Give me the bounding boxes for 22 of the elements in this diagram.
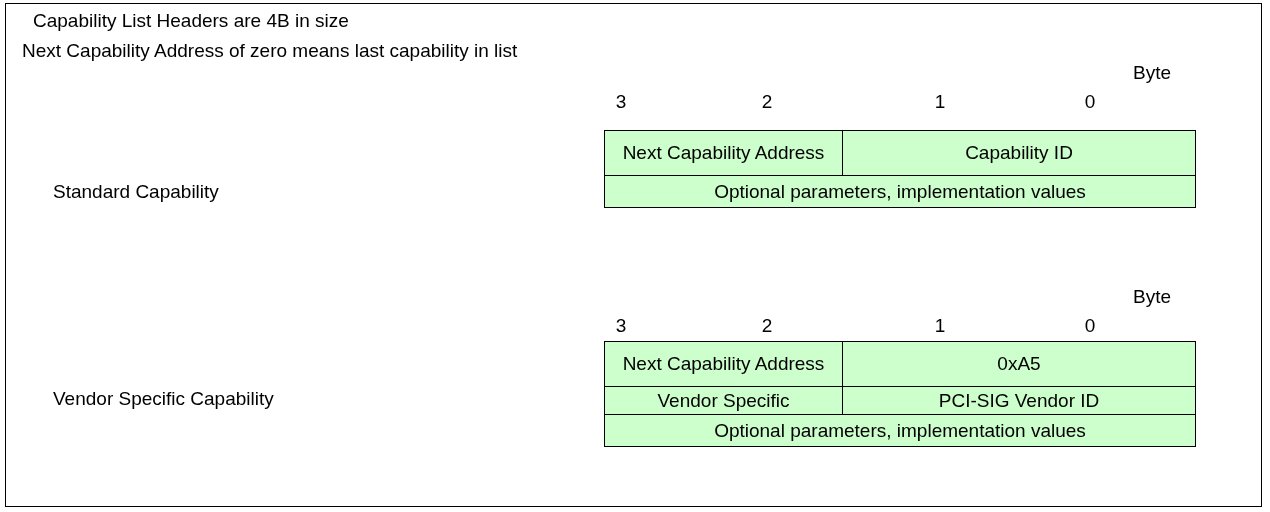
- text-label: Byte: [1133, 62, 1171, 84]
- register-field-cell: Next Capability Address: [604, 130, 843, 176]
- register-field-cell: Vendor Specific: [604, 386, 843, 415]
- text-label: 2: [761, 91, 773, 113]
- text-label: 1: [934, 91, 946, 113]
- text-label: Next Capability Address of zero means last capability in list: [22, 40, 518, 62]
- register-field-cell: Next Capability Address: [604, 341, 843, 387]
- text-label: Byte: [1133, 286, 1171, 308]
- register-field-cell: Optional parameters, implementation values: [604, 414, 1196, 447]
- text-label: 3: [615, 91, 627, 113]
- text-label: 0: [1084, 315, 1096, 337]
- text-label: 1: [934, 315, 946, 337]
- register-field-cell: Optional parameters, implementation values: [604, 175, 1196, 208]
- text-label: 2: [761, 315, 773, 337]
- text-label: 0: [1084, 91, 1096, 113]
- text-label: Capability List Headers are 4B in size: [33, 10, 349, 32]
- text-label: Standard Capability: [53, 181, 219, 203]
- register-field-cell: 0xA5: [842, 341, 1196, 387]
- text-label: 3: [615, 315, 627, 337]
- text-label: Vendor Specific Capability: [53, 388, 274, 410]
- register-field-cell: Capability ID: [842, 130, 1196, 176]
- register-field-cell: PCI-SIG Vendor ID: [842, 386, 1196, 415]
